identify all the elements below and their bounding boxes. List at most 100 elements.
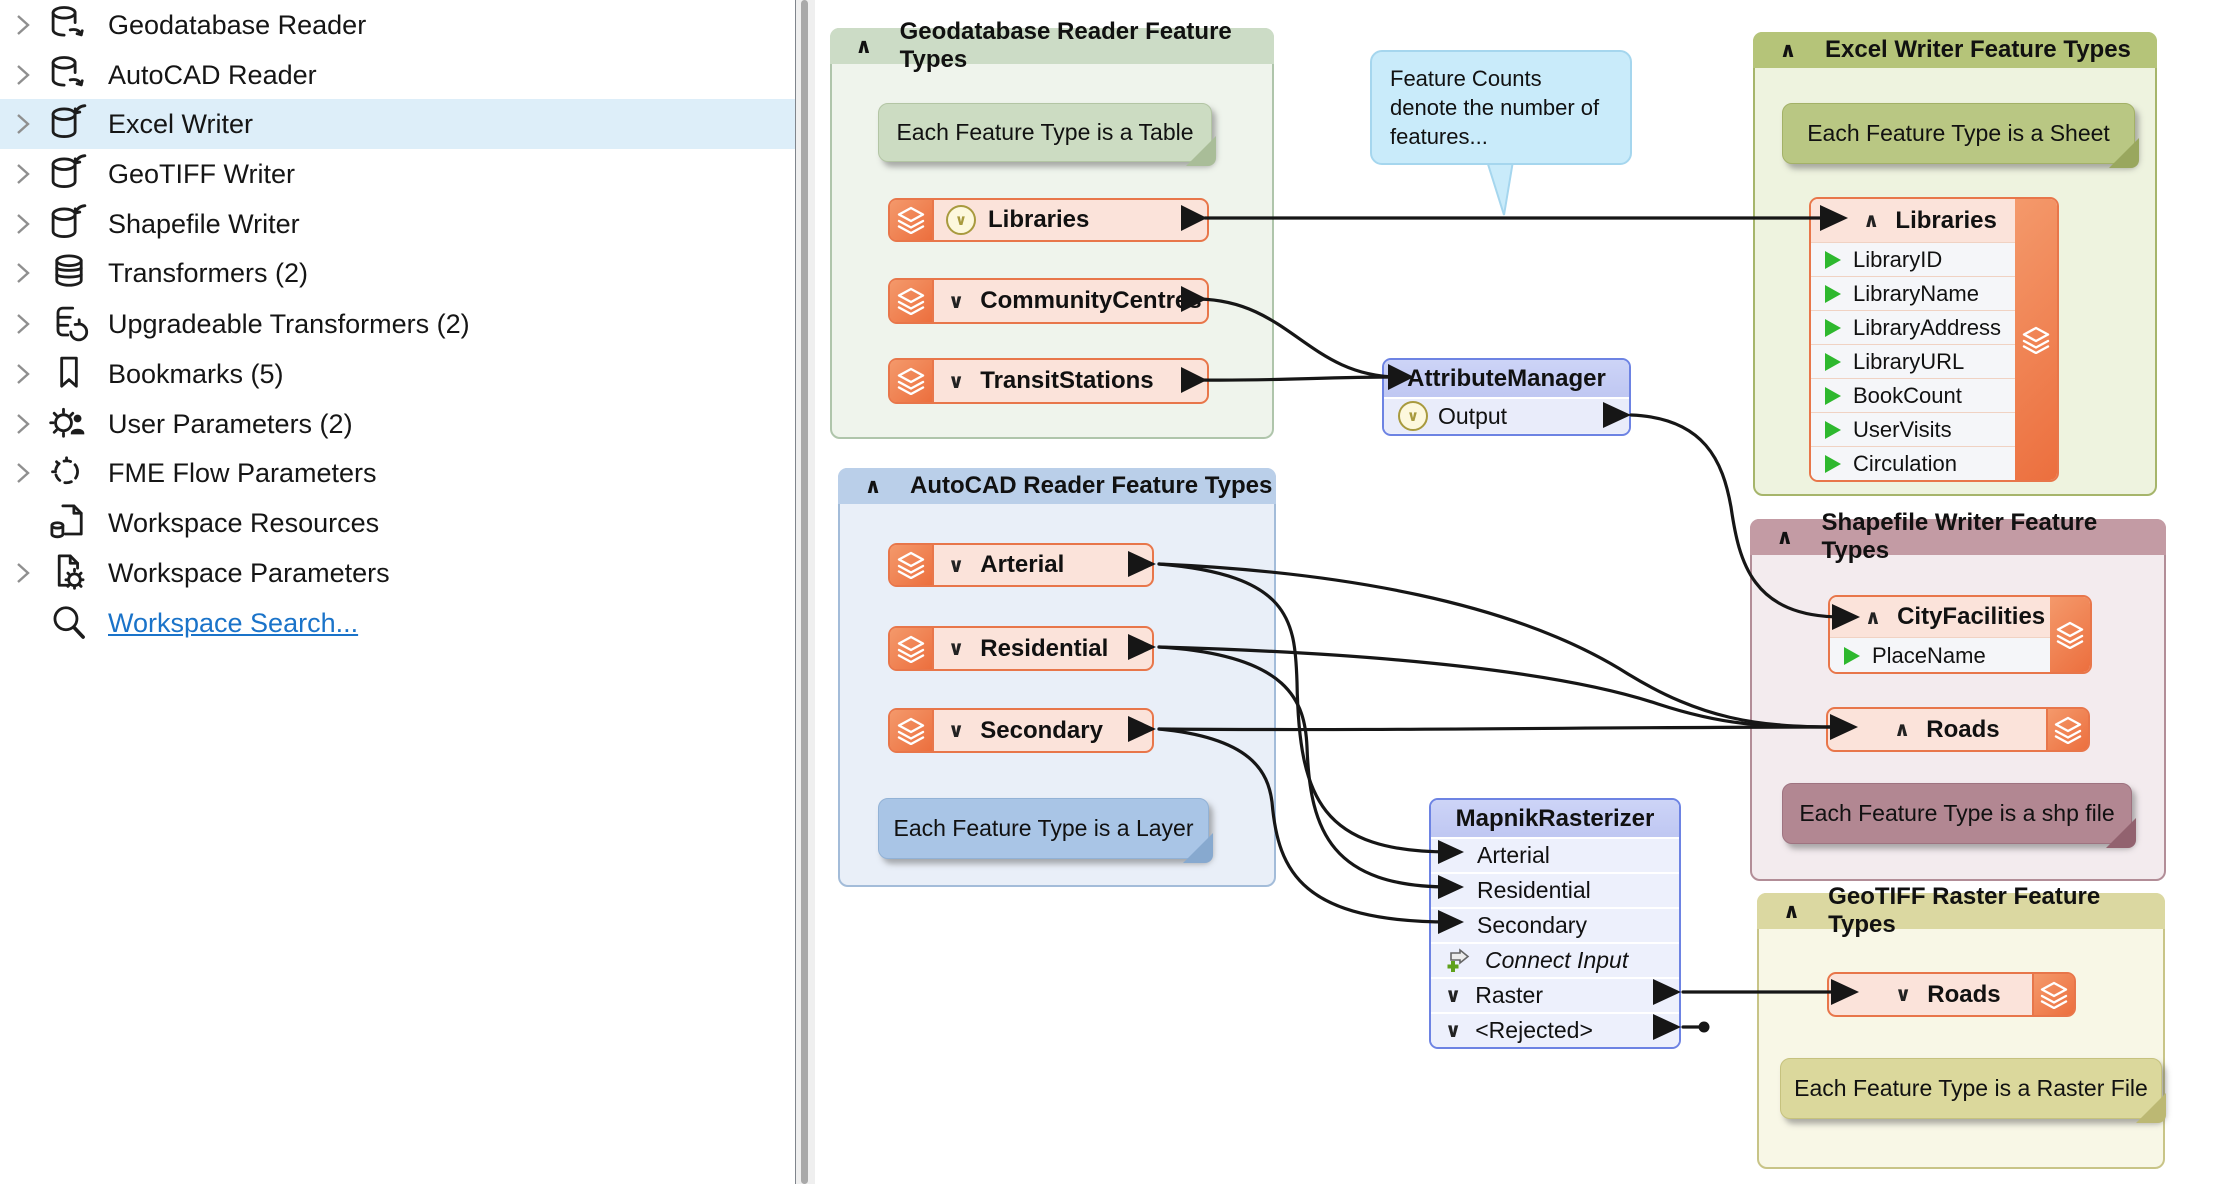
expand-chevron-icon[interactable]	[0, 12, 46, 38]
group-title: Geodatabase Reader Feature Types	[899, 18, 1232, 73]
expand-chevron-icon[interactable]	[0, 311, 46, 337]
expand-chevron-icon[interactable]: ∨	[948, 554, 965, 577]
attribute-row[interactable]: LibraryID	[1811, 242, 2015, 276]
output-port-row[interactable]: ∨ Output	[1384, 397, 1629, 433]
database-reader-icon	[46, 52, 92, 98]
collapse-caret-icon[interactable]: ∧	[1776, 525, 1794, 549]
expand-chevron-icon[interactable]: ∨	[948, 370, 965, 393]
feature-type-node-libraries[interactable]: ∨ Libraries	[888, 198, 1209, 242]
port-label: Secondary	[1477, 912, 1587, 938]
collapse-caret-icon[interactable]: ∧	[1864, 606, 1882, 629]
feature-type-node-communitycentres[interactable]: ∨ CommunityCentres	[888, 278, 1209, 324]
collapse-caret-icon[interactable]: ∧	[864, 474, 882, 498]
sidebar-item-excel-writer[interactable]: Excel Writer	[0, 99, 795, 149]
group-header[interactable]: ∧ Geodatabase Reader Feature Types	[830, 18, 1274, 73]
group-title: Excel Writer Feature Types	[1825, 36, 2131, 63]
expand-chevron-icon[interactable]	[0, 411, 46, 437]
transformer-attributemanager[interactable]: AttributeManager ∨ Output	[1382, 358, 1631, 436]
sidebar-item-bookmarks[interactable]: Bookmarks (5)	[0, 349, 795, 399]
note-each-feature-type-is-a-raster-file[interactable]: Each Feature Type is a Raster File	[1780, 1058, 2166, 1123]
group-title: Shapefile Writer Feature Types	[1821, 509, 2098, 564]
attribute-icon	[1825, 386, 1841, 405]
layers-icon	[2046, 709, 2088, 750]
expand-chevron-icon[interactable]	[0, 560, 46, 586]
attribute-row[interactable]: PlaceName	[1830, 637, 2050, 672]
node-header[interactable]: ∧ CityFacilities	[1830, 597, 2050, 637]
attribute-row[interactable]: LibraryName	[1811, 276, 2015, 310]
expand-chevron-icon[interactable]	[0, 161, 46, 187]
feature-type-node-secondary[interactable]: ∨ Secondary	[888, 708, 1154, 753]
expand-chevron-icon[interactable]	[0, 260, 46, 286]
scrollbar-thumb[interactable]	[801, 0, 808, 1184]
sidebar-item-label: Workspace Resources	[108, 507, 380, 538]
sidebar-item-user-parameters[interactable]: User Parameters (2)	[0, 399, 795, 449]
sidebar-item-geodatabase-reader[interactable]: Geodatabase Reader	[0, 0, 795, 50]
attribute-row[interactable]: UserVisits	[1811, 412, 2015, 446]
note-fold-corner	[2109, 138, 2139, 168]
note-each-feature-type-is-a-layer[interactable]: Each Feature Type is a Layer	[878, 798, 1213, 863]
writer-feature-type-libraries[interactable]: ∧ Libraries LibraryID LibraryName Librar…	[1809, 197, 2059, 482]
group-header[interactable]: ∧ Excel Writer Feature Types	[1753, 32, 2157, 68]
writer-feature-type-roads-raster[interactable]: ∨ Roads	[1827, 972, 2076, 1017]
sidebar-item-label: Excel Writer	[108, 108, 254, 139]
note-each-feature-type-is-a-table[interactable]: Each Feature Type is a Table	[878, 103, 1216, 166]
note-each-feature-type-is-a-sheet[interactable]: Each Feature Type is a Sheet	[1782, 103, 2139, 168]
expand-chevron-icon[interactable]: ∨	[1895, 984, 1912, 1006]
sidebar-item-shapefile-writer[interactable]: Shapefile Writer	[0, 199, 795, 249]
collapse-caret-icon[interactable]: ∧	[855, 34, 873, 58]
transformer-mapnikrasterizer[interactable]: MapnikRasterizer Arterial Residential Se…	[1429, 798, 1681, 1049]
expand-chevron-icon[interactable]: ∨	[1445, 985, 1462, 1007]
collapse-caret-icon[interactable]: ∧	[1779, 38, 1797, 62]
feature-type-node-transitstations[interactable]: ∨ TransitStations	[888, 358, 1209, 404]
annotation-sticky-note[interactable]: Feature Counts denote the number of feat…	[1370, 50, 1632, 165]
node-header[interactable]: ∧ Libraries	[1811, 199, 2015, 242]
input-port-row-secondary[interactable]: Secondary	[1431, 907, 1679, 942]
feature-count-badge[interactable]: ∨	[1398, 401, 1428, 431]
expand-chevron-icon[interactable]: ∨	[948, 720, 965, 742]
attribute-icon	[1825, 352, 1841, 371]
output-port-row-raster[interactable]: ∨ Raster	[1431, 977, 1679, 1012]
attribute-row[interactable]: BookCount	[1811, 378, 2015, 412]
feature-count-badge[interactable]: ∨	[946, 205, 976, 235]
collapse-caret-icon[interactable]: ∧	[1863, 210, 1880, 232]
workspace-search-link[interactable]: Workspace Search...	[108, 607, 359, 638]
sidebar-item-workspace-search[interactable]: Workspace Search...	[0, 598, 795, 648]
node-label: CommunityCentres	[980, 287, 1202, 314]
expand-chevron-icon[interactable]	[0, 111, 46, 137]
group-header[interactable]: ∧ GeoTIFF Raster Feature Types	[1757, 883, 2165, 938]
expand-chevron-icon[interactable]: ∨	[1445, 1020, 1462, 1042]
group-header[interactable]: ∧ Shapefile Writer Feature Types	[1750, 509, 2166, 564]
input-port-row-arterial[interactable]: Arterial	[1431, 839, 1679, 872]
group-geotiff-raster-feature-types[interactable]: ∧ GeoTIFF Raster Feature Types	[1757, 883, 2165, 1169]
sidebar-item-workspace-parameters[interactable]: Workspace Parameters	[0, 548, 795, 598]
sidebar-item-fme-flow-parameters[interactable]: FME Flow Parameters	[0, 448, 795, 498]
sidebar-item-workspace-resources[interactable]: Workspace Resources	[0, 498, 795, 548]
connect-input-row[interactable]: Connect Input	[1431, 942, 1679, 977]
input-port-row-residential[interactable]: Residential	[1431, 872, 1679, 907]
feature-type-node-arterial[interactable]: ∨ Arterial	[888, 543, 1154, 587]
attribute-row[interactable]: Circulation	[1811, 446, 2015, 480]
layers-icon	[2032, 974, 2074, 1015]
sidebar-item-geotiff-writer[interactable]: GeoTIFF Writer	[0, 149, 795, 199]
group-header[interactable]: ∧ AutoCAD Reader Feature Types	[838, 468, 1276, 504]
expand-chevron-icon[interactable]	[0, 361, 46, 387]
attribute-row[interactable]: LibraryURL	[1811, 344, 2015, 378]
writer-feature-type-cityfacilities[interactable]: ∧ CityFacilities PlaceName	[1828, 595, 2092, 674]
expand-chevron-icon[interactable]: ∨	[948, 638, 965, 660]
sidebar-item-upgradeable-transformers[interactable]: Upgradeable Transformers (2)	[0, 299, 795, 349]
sidebar-item-autocad-reader[interactable]: AutoCAD Reader	[0, 50, 795, 100]
expand-chevron-icon[interactable]	[0, 62, 46, 88]
output-port-row-rejected[interactable]: ∨ <Rejected>	[1431, 1012, 1679, 1047]
expand-chevron-icon[interactable]	[0, 211, 46, 237]
note-each-feature-type-is-a-shp-file[interactable]: Each Feature Type is a shp file	[1782, 783, 2136, 848]
collapse-caret-icon[interactable]: ∧	[1783, 899, 1801, 923]
expand-chevron-icon[interactable]: ∨	[948, 290, 965, 313]
collapse-caret-icon[interactable]: ∧	[1894, 719, 1911, 741]
expand-chevron-icon[interactable]	[0, 460, 46, 486]
sidebar-item-transformers[interactable]: Transformers (2)	[0, 248, 795, 298]
writer-feature-type-roads[interactable]: ∧ Roads	[1826, 707, 2090, 752]
sidebar-item-label: Bookmarks (5)	[108, 358, 284, 389]
feature-type-node-residential[interactable]: ∨ Residential	[888, 626, 1154, 671]
attribute-row[interactable]: LibraryAddress	[1811, 310, 2015, 344]
panel-splitter[interactable]	[795, 0, 815, 1184]
